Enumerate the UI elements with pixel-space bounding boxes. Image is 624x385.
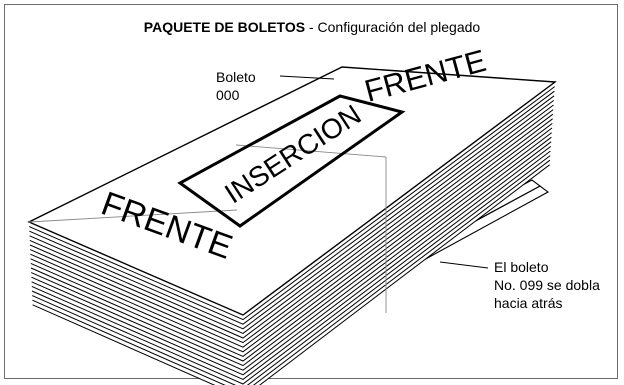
leader-line-boleto	[279, 75, 335, 80]
label-back-line1: El boleto	[494, 259, 549, 275]
diagram-title: PAQUETE DE BOLETOS - Configuración del p…	[0, 19, 624, 35]
leader-line-back	[439, 261, 489, 269]
top-ticket: FRENTE INSERCION FRENTE	[27, 43, 557, 316]
label-back-line2: No. 099 se dobla	[494, 277, 600, 293]
label-boleto-line1: Boleto	[216, 69, 256, 85]
fold-line	[235, 144, 387, 158]
label-boleto-line2: 000	[216, 87, 240, 103]
title-rest: - Configuración del plegado	[305, 19, 481, 35]
insertion-box	[177, 94, 406, 228]
title-bold: PAQUETE DE BOLETOS	[143, 19, 306, 35]
label-boleto-000: Boleto 000	[216, 68, 256, 104]
label-folded-ticket: El boleto No. 099 se dobla hacia atrás	[494, 258, 600, 312]
label-back-line3: hacia atrás	[494, 295, 563, 311]
